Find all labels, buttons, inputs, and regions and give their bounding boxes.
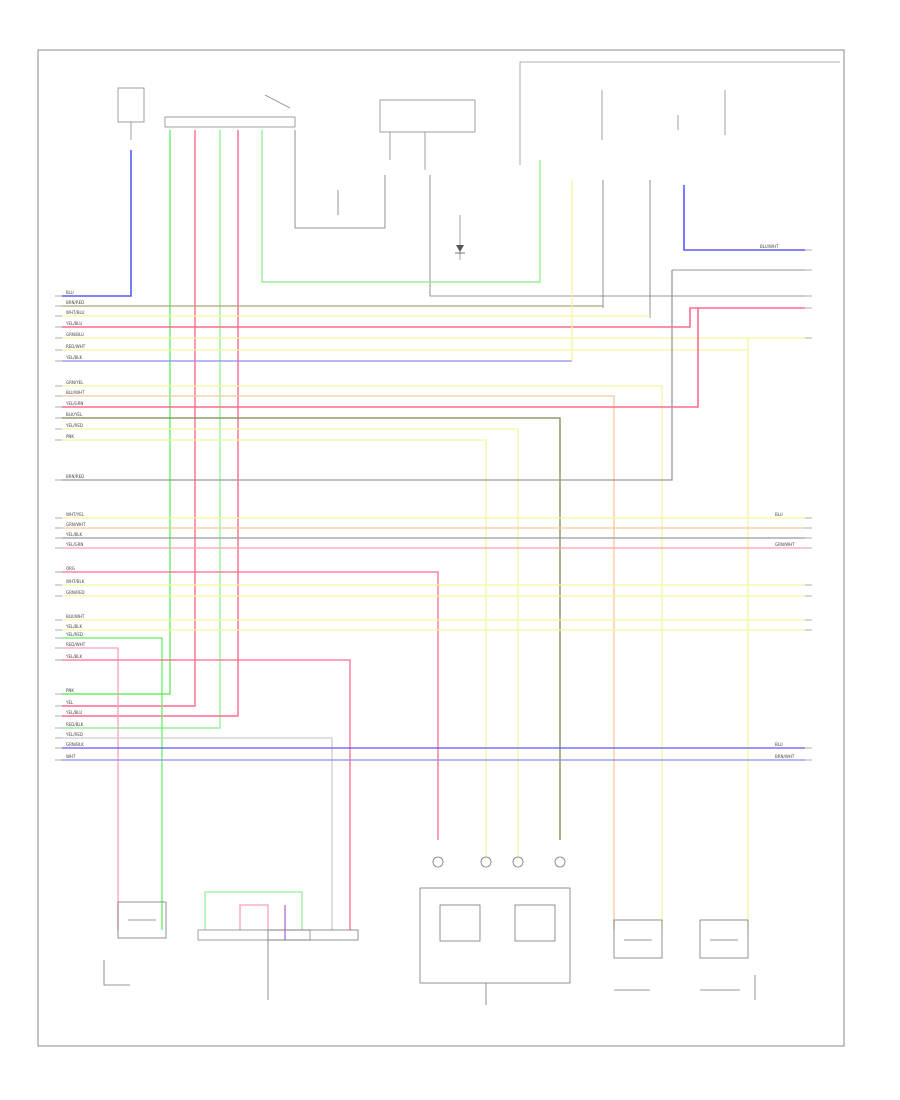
label-row-25: RED/WHT (66, 642, 86, 647)
label-row-17: YEL/BLK (65, 532, 83, 537)
component-right-seat-belt-tensioner-1 (613, 919, 663, 991)
label-row-18: YEL/GRN (65, 542, 83, 547)
component-right-seat-belt-tensioner-2 (699, 919, 756, 1000)
label-row-19: ORG (66, 566, 75, 571)
bus-group-3 (62, 517, 805, 549)
label-row-7: YEL/BLK (65, 355, 83, 360)
label-row-21: GRN/RED (66, 590, 85, 595)
label-row-11: BLK/YEL (66, 412, 83, 417)
label-row-1: BLU (66, 290, 74, 295)
label-row-4: YEL/BLU (65, 321, 82, 326)
bus-group-1 (62, 305, 805, 362)
wire-blu-left (62, 150, 132, 297)
label-row-20: WHT/BLK (66, 579, 85, 584)
component-top-right-bracket (519, 61, 840, 165)
component-left-seat-belt-tensioner (103, 901, 167, 986)
label-row-26: YEL/BLK (65, 654, 83, 659)
component-srs-unit-top (379, 99, 476, 170)
label-row-2: BRN/RED (66, 300, 84, 305)
wire-grn-left-2 (62, 130, 221, 729)
left-terminal-ticks (55, 295, 62, 761)
label-row-34: BLU/WHT (760, 244, 779, 249)
label-row-28: YEL (65, 700, 74, 705)
label-row-10: YEL/GRN (65, 401, 83, 406)
right-terminal-ticks (805, 249, 812, 761)
label-row-30: RED/BLK (66, 722, 84, 727)
label-row-16: GRN/WHT (66, 522, 86, 527)
wires-center-yellow (485, 800, 519, 860)
label-row-8: GRN/YEL (66, 380, 84, 385)
label-row-29: YEL/BLU (65, 710, 82, 715)
bus-group-5 (62, 619, 805, 930)
diagram-frame (37, 49, 845, 1047)
label-row-5: GRN/BLU (66, 332, 84, 337)
label-row-32: GRN/BLK (66, 742, 84, 747)
wire-labels: BLU BRN/RED WHT/BLU YEL/BLU GRN/BLU RED/… (65, 244, 795, 759)
component-seat-belt-buckle-switch (164, 94, 296, 128)
label-row-6: RED/WHT (66, 344, 86, 349)
label-row-23: YEL/BLK (65, 624, 83, 629)
label-row-37: BLU (775, 512, 783, 517)
label-row-35: BLU (775, 742, 783, 747)
label-row-13: PNK (66, 434, 74, 439)
label-row-36: BRN/WHT (775, 754, 795, 759)
wire-grn-top-bus (261, 130, 541, 283)
wire-red-left-2 (62, 130, 239, 717)
wire-red-left-1 (62, 130, 196, 707)
label-row-33: WHT (66, 754, 76, 759)
component-top-left (117, 87, 145, 140)
wire-grn-left-1 (62, 130, 171, 695)
component-center-srs-unit (419, 856, 571, 1005)
label-row-24: YEL/RED (65, 632, 83, 637)
label-row-27: PNK (66, 688, 74, 693)
label-row-3: WHT/BLU (66, 310, 85, 315)
bus-group-2 (62, 270, 699, 930)
wires-top-gray (294, 130, 805, 318)
label-row-22: BLK/WHT (66, 614, 85, 619)
label-row-12: YEL/RED (65, 423, 83, 428)
label-row-14: BRN/RED (66, 474, 84, 479)
wires-right-verticals (571, 180, 805, 930)
bus-group-6 (62, 737, 805, 930)
label-row-38: GRN/WHT (775, 542, 795, 547)
bus-group-4 (62, 571, 805, 840)
component-left-side-sensor (197, 891, 311, 941)
label-row-15: WHT/YEL (66, 512, 85, 517)
label-row-31: YEL/RED (65, 732, 83, 737)
label-row-9: BLU/WHT (66, 390, 85, 395)
component-srs-indicator (455, 215, 465, 260)
component-left-front-sensor (267, 929, 359, 1000)
